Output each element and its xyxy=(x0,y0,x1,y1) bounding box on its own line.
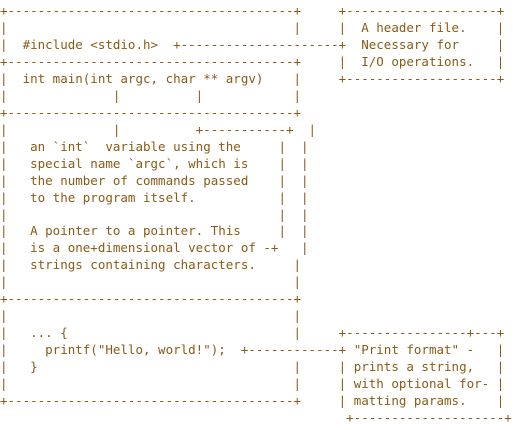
diagram-line-15: | is a one+dimensional vector of -+ | xyxy=(0,240,309,256)
diagram-line-8: | | +-----------+ | xyxy=(0,121,317,137)
diagram-line-5: | int main(int argc, char ** argv) | +--… xyxy=(0,70,505,86)
diagram-line-9: | an `int` variable using the | | xyxy=(0,138,309,154)
diagram-line-17: | | xyxy=(0,274,302,290)
diagram-line-4: +--------------------------------------+… xyxy=(0,53,505,69)
diagram-line-3: | #include <stdio.h> +------------------… xyxy=(0,36,505,52)
diagram-line-6: | | | | xyxy=(0,87,302,103)
diagram-line-16: | strings containing characters. | xyxy=(0,257,302,273)
diagram-line-23: | | | with optional for- | xyxy=(0,376,505,392)
diagram-line-19: | | xyxy=(0,308,302,324)
diagram-line-2: | | | A header file. | xyxy=(0,19,505,35)
diagram-line-11: | the number of commands passed | | xyxy=(0,172,309,188)
diagram-line-22: | } | | prints a string, | xyxy=(0,359,505,375)
diagram-line-13: | | | xyxy=(0,206,309,222)
diagram-line-20: | ... { | +----------------+---+ xyxy=(0,325,505,341)
diagram-line-21: | printf("Hello, world!"); +------------… xyxy=(0,342,505,358)
diagram-line-1: +--------------------------------------+… xyxy=(0,3,505,18)
diagram-line-7: +--------------------------------------+ xyxy=(0,104,302,120)
diagram-line-25: +--------------------+ xyxy=(0,410,512,426)
diagram-line-18: +--------------------------------------+ xyxy=(0,291,302,307)
diagram-line-14: | A pointer to a pointer. This | | xyxy=(0,223,309,239)
diagram-line-24: +--------------------------------------+… xyxy=(0,393,505,409)
diagram-line-12: | to the program itself. | | xyxy=(0,189,309,205)
diagram-line-10: | special name `argc`, which is | | xyxy=(0,155,309,171)
